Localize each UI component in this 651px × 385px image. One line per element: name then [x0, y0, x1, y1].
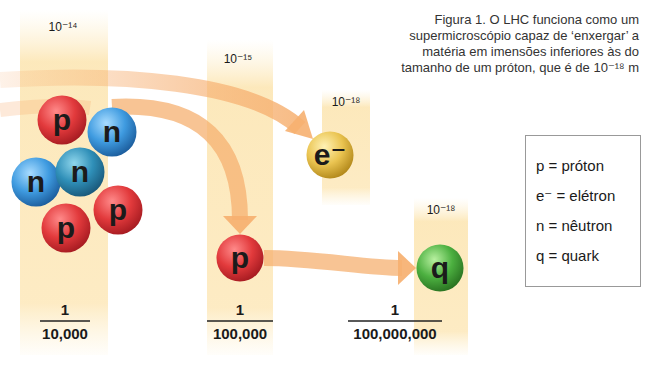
arrowhead	[223, 216, 257, 234]
size-label: 10⁻¹⁸	[427, 203, 456, 217]
scale-label-box: 100,000,000	[353, 325, 436, 342]
scale-label-box: 10⁻¹⁸	[427, 203, 456, 217]
scale-label-box: 10,000	[42, 325, 88, 342]
legend-row: q = quark	[536, 246, 630, 266]
figure-caption: Figura 1. O LHC funciona como um supermi…	[371, 12, 639, 76]
legend-text: p = próton	[536, 157, 604, 174]
legend-row: n = nêutron	[536, 216, 630, 236]
fraction-number: 100,000,000	[353, 325, 436, 342]
fraction-number: 1	[391, 301, 399, 318]
legend-text: q = quark	[536, 247, 599, 264]
fraction-bar	[207, 320, 273, 322]
fraction-number: 1	[236, 301, 244, 318]
particle-ball: n	[87, 107, 137, 157]
particle-ball: q	[416, 244, 464, 292]
fraction-number: 100,000	[213, 325, 267, 342]
size-label: 10⁻¹⁵	[224, 52, 253, 66]
scale-label-box: 1	[236, 301, 244, 318]
particle-symbol: n	[103, 117, 121, 147]
size-label: 10⁻¹⁸	[332, 95, 361, 109]
scale-label-box: 10⁻¹⁸	[332, 95, 361, 109]
legend-box: p = próton e⁻ = elétron n = nêutron q = qua…	[525, 135, 641, 287]
beam-arrowhead	[285, 110, 313, 139]
ball-fill	[88, 108, 137, 157]
scale-label-box: 100,000	[213, 325, 267, 342]
particle-symbol: p	[57, 213, 75, 243]
scale-label-box: 10⁻¹⁴	[49, 20, 78, 34]
ball-fill	[416, 244, 463, 291]
scale-band	[20, 10, 108, 355]
scale-label-box: 1	[391, 301, 399, 318]
ball-fill	[42, 204, 91, 253]
particle-ball: n	[55, 147, 105, 197]
ball-fill	[306, 131, 353, 178]
ball-fill	[38, 96, 87, 145]
legend-row: p = próton	[536, 156, 630, 176]
fraction-bar	[40, 320, 90, 322]
particle-symbol: e⁻	[314, 140, 347, 170]
particle-ball: p	[37, 95, 87, 145]
arrowhead	[398, 251, 416, 285]
particle-ball: p	[216, 234, 264, 282]
size-label: 10⁻¹⁴	[49, 20, 78, 34]
particle-ball: n	[11, 157, 61, 207]
fraction-number: 1	[61, 301, 69, 318]
particle-symbol: n	[27, 167, 45, 197]
ball-fill	[56, 148, 105, 197]
particle-symbol: p	[109, 195, 127, 225]
particle-ball: p	[41, 203, 91, 253]
fraction-number: 10,000	[42, 325, 88, 342]
legend-text: e⁻ = elétron	[536, 187, 615, 204]
ball-fill	[216, 234, 263, 281]
particle-ball: p	[93, 185, 143, 235]
particle-symbol: q	[431, 253, 449, 283]
particle-symbol: p	[231, 243, 249, 273]
particle-symbol: p	[53, 105, 71, 135]
fraction-bar	[348, 320, 442, 322]
particle-ball: e⁻	[306, 131, 354, 179]
ball-fill	[12, 158, 61, 207]
legend-row: e⁻ = elétron	[536, 186, 630, 206]
particle-symbol: n	[71, 157, 89, 187]
beam-arrow	[264, 258, 402, 268]
ball-fill	[94, 186, 143, 235]
scale-label-box: 10⁻¹⁵	[224, 52, 253, 66]
scale-label-box: 1	[61, 301, 69, 318]
legend-text: n = nêutron	[536, 217, 612, 234]
